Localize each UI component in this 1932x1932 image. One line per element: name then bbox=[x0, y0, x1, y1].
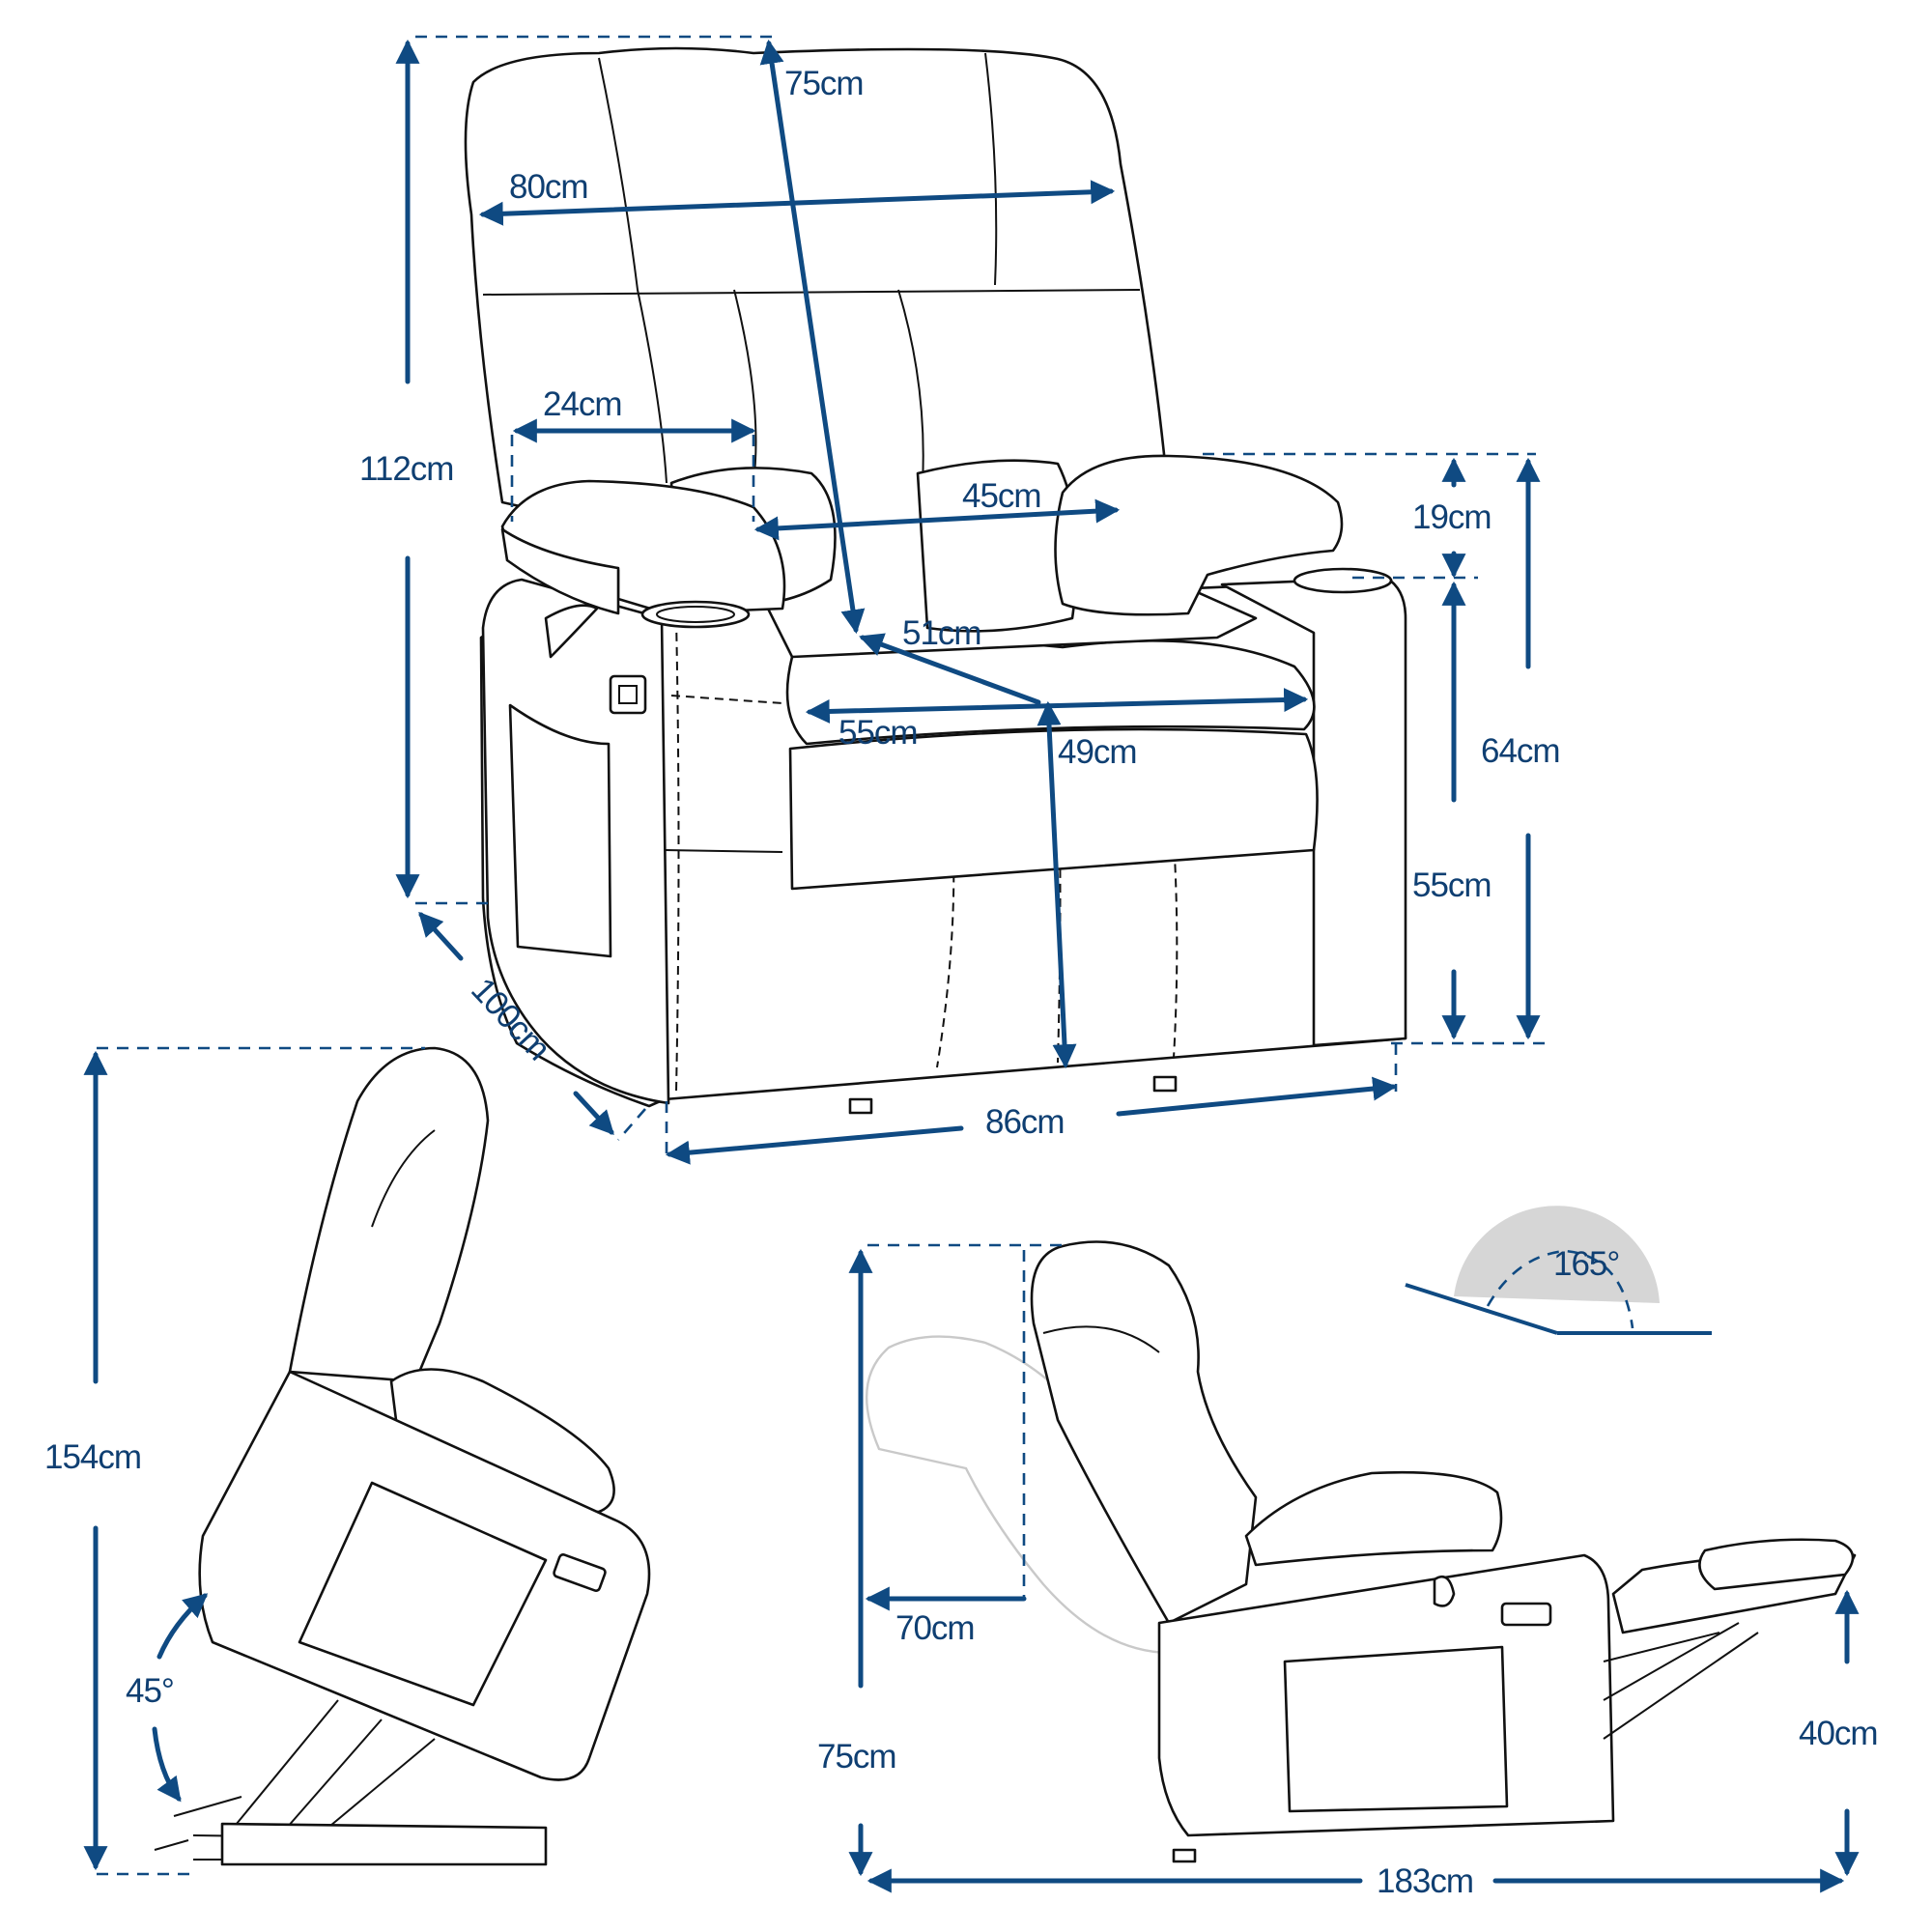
recline-dimensions: 165° 70cm 75cm 40cm 183cm bbox=[817, 1206, 1879, 1900]
recline-length-label: 183cm bbox=[1377, 1862, 1473, 1900]
recline-angle-wedge bbox=[1454, 1206, 1660, 1303]
recline-seat bbox=[1244, 1470, 1503, 1567]
foot bbox=[848, 1097, 873, 1115]
armrest-drop-label: 19cm bbox=[1412, 498, 1492, 536]
depth-arrow-top bbox=[418, 911, 464, 961]
back-seam bbox=[733, 289, 757, 484]
lift-angle-arrow-top bbox=[156, 1593, 209, 1660]
left-cup-holder bbox=[640, 600, 751, 629]
depth-arrow-bottom bbox=[573, 1091, 614, 1136]
lift-back-seam bbox=[371, 1129, 436, 1228]
backrest-width-label: 80cm bbox=[509, 168, 588, 206]
right-cup-holder bbox=[1293, 567, 1393, 594]
backrest-height-label: 75cm bbox=[784, 65, 864, 102]
backrest-width-arrow bbox=[478, 180, 1116, 226]
back-seam bbox=[897, 289, 924, 484]
lift-pocket bbox=[298, 1481, 548, 1707]
stitch-line bbox=[936, 743, 955, 1068]
recline-angle-arc bbox=[1486, 1249, 1634, 1329]
stitch-line bbox=[1163, 733, 1179, 1059]
lift-angle-label: 45° bbox=[126, 1672, 174, 1710]
width-arrow-left bbox=[665, 1125, 964, 1165]
lift-chair-drawing bbox=[154, 1046, 651, 1866]
recline-lever bbox=[1433, 1575, 1456, 1607]
back-seam bbox=[984, 52, 998, 286]
recline-foot bbox=[1172, 1848, 1197, 1863]
recline-angle-label: 165° bbox=[1553, 1245, 1619, 1283]
recline-backrest bbox=[1030, 1240, 1258, 1625]
recline-height-label: 75cm bbox=[817, 1738, 896, 1776]
lift-height-label: 154cm bbox=[44, 1438, 141, 1476]
back-inner-width-label: 45cm bbox=[962, 477, 1041, 515]
guide-line bbox=[617, 1108, 646, 1141]
left-armrest-front bbox=[500, 527, 620, 615]
side-pocket bbox=[508, 703, 612, 958]
height-total-label: 112cm bbox=[359, 450, 453, 488]
seat-height-label: 55cm bbox=[1412, 867, 1492, 904]
stitch-line bbox=[675, 617, 680, 1093]
seat-front-height-arrow bbox=[1037, 700, 1077, 1069]
lift-base-frame bbox=[220, 1822, 548, 1866]
seat-front-height-label: 49cm bbox=[1058, 733, 1137, 771]
footrest-height-label: 40cm bbox=[1799, 1715, 1878, 1752]
seat-width-label: 55cm bbox=[838, 714, 918, 752]
lift-usb-port bbox=[553, 1553, 607, 1592]
recline-pocket bbox=[1283, 1645, 1509, 1813]
width-label: 86cm bbox=[985, 1103, 1065, 1141]
wall-clearance-label: 70cm bbox=[895, 1609, 975, 1647]
recline-angle-line bbox=[1405, 1283, 1558, 1335]
foot bbox=[1152, 1075, 1178, 1093]
recline-chair-drawing bbox=[865, 1240, 1857, 1863]
seat-depth-label: 51cm bbox=[902, 614, 981, 652]
back-inner-width-arrow bbox=[753, 498, 1121, 541]
front-seam bbox=[664, 849, 783, 853]
usb-port bbox=[609, 674, 647, 715]
usb-port-inner bbox=[618, 685, 638, 704]
width-arrow-right bbox=[1116, 1076, 1398, 1117]
armrest-width-label: 24cm bbox=[543, 385, 622, 423]
right-armrest-top bbox=[1054, 454, 1344, 616]
stitch-line bbox=[670, 695, 783, 704]
lift-seat bbox=[389, 1368, 615, 1514]
recline-footrest-linkage bbox=[1603, 1622, 1759, 1740]
lift-backrest bbox=[288, 1046, 490, 1383]
lift-dimensions: 154cm 45° bbox=[44, 1046, 425, 1876]
recline-back-seam bbox=[1042, 1325, 1160, 1353]
recline-footrest-pad bbox=[1698, 1538, 1855, 1591]
recline-usb-port bbox=[1500, 1602, 1552, 1627]
left-cup-holder-inner bbox=[656, 606, 735, 623]
side-lever bbox=[544, 604, 599, 659]
lift-angle-arrow-bottom bbox=[152, 1726, 182, 1803]
arm-height-label: 64cm bbox=[1481, 732, 1560, 770]
